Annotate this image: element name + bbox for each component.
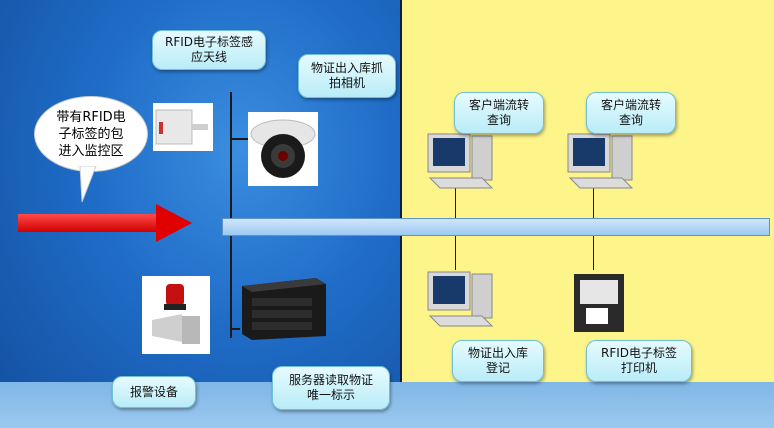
label-printer-icon — [574, 274, 624, 332]
printer-callout: RFID电子标签 打印机 — [586, 340, 692, 382]
client1-label: 客户端流转 查询 — [468, 98, 529, 127]
camera-link-line — [230, 138, 252, 140]
client1-callout: 客户端流转 查询 — [454, 92, 544, 134]
camera-callout: 物证出入库抓 拍相机 — [298, 54, 396, 98]
client2-label: 客户端流转 查询 — [600, 98, 661, 127]
server-icon — [242, 278, 326, 340]
bag-entry-bubble: 带有RFID电 子标签的包 进入监控区 — [34, 96, 148, 172]
alarm-callout: 报警设备 — [112, 376, 196, 408]
antenna-callout: RFID电子标签感 应天线 — [152, 30, 266, 70]
bag-entry-text: 带有RFID电 子标签的包 进入监控区 — [56, 109, 126, 159]
entry-arrow-head — [156, 204, 192, 242]
printer-label: RFID电子标签 打印机 — [600, 346, 678, 375]
network-bus — [222, 218, 770, 236]
left-vertical-line — [230, 92, 232, 338]
rfid-antenna-icon — [153, 103, 213, 151]
alarm-label: 报警设备 — [129, 384, 178, 399]
register-computer-icon — [427, 271, 494, 327]
zone-divider — [400, 0, 402, 382]
client2-computer-icon — [567, 133, 634, 189]
alarm-siren-icon — [142, 276, 210, 354]
camera-label: 物证出入库抓 拍相机 — [310, 61, 383, 90]
client1-computer-icon — [427, 133, 494, 189]
entry-arrow — [18, 214, 158, 232]
server-callout: 服务器读取物证 唯一标示 — [272, 366, 390, 410]
dome-camera-icon — [248, 112, 318, 186]
client2-callout: 客户端流转 查询 — [586, 92, 676, 134]
register-callout: 物证出入库 登记 — [452, 340, 544, 382]
register-label: 物证出入库 登记 — [467, 346, 528, 375]
server-link-line — [230, 328, 240, 330]
bubble-tail — [79, 166, 97, 203]
server-label: 服务器读取物证 唯一标示 — [288, 373, 373, 402]
antenna-label: RFID电子标签感 应天线 — [164, 35, 254, 64]
